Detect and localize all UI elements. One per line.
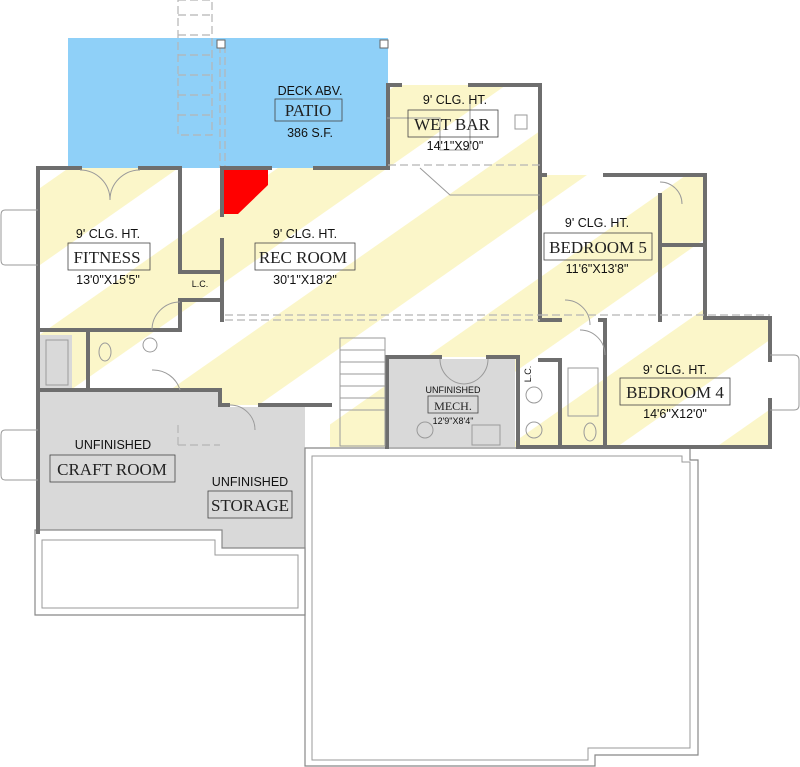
- room-fitness: 9' CLG. HT. FITNESS 13'0"X15'5": [67, 227, 151, 287]
- room-rec-room: 9' CLG. HT. REC ROOM 30'1"X18'2": [254, 227, 356, 287]
- linen-closet-label: L.C.: [192, 279, 209, 289]
- storage-note: UNFINISHED: [212, 475, 288, 489]
- windows: [0, 209, 800, 481]
- wet-bar-name: WET BAR: [414, 115, 490, 134]
- fixtures: [45, 95, 683, 447]
- rec-room-name: REC ROOM: [259, 248, 347, 267]
- bedroom4-ceiling: 9' CLG. HT.: [643, 363, 707, 377]
- patio-note: DECK ABV.: [278, 84, 343, 98]
- room-storage: UNFINISHED STORAGE: [207, 475, 293, 519]
- room-bedroom-4: 9' CLG. HT. BEDROOM 4 14'6"X12'0": [619, 363, 731, 421]
- rec-room-size: 30'1"X18'2": [273, 273, 337, 287]
- walls: [36, 83, 772, 534]
- shower-area: [40, 335, 72, 390]
- mech-size: 12'9"X8'4": [433, 416, 474, 426]
- craft-name: CRAFT ROOM: [57, 460, 167, 479]
- bedroom5-size: 11'6"X13'8": [566, 262, 629, 276]
- highlight-marker: [222, 170, 268, 214]
- post: [379, 39, 389, 49]
- beam-lines: [177, 164, 770, 446]
- deck-stairs: [177, 0, 226, 230]
- room-mech: UNFINISHED MECH. 12'9"X8'4": [425, 385, 481, 426]
- lower-left-outline: [34, 529, 306, 616]
- fitness-name: FITNESS: [73, 248, 140, 267]
- wet-bar-ceiling: 9' CLG. HT.: [423, 93, 487, 107]
- linen-closet-label: L.C.: [523, 366, 533, 383]
- room-patio: DECK ABV. PATIO 386 S.F.: [274, 84, 343, 140]
- bedroom4-name: BEDROOM 4: [626, 383, 724, 402]
- mech-area: [389, 359, 515, 447]
- bedroom5-ceiling: 9' CLG. HT.: [565, 216, 629, 230]
- garage-outline: [304, 447, 699, 767]
- room-craft: UNFINISHED CRAFT ROOM: [49, 438, 176, 483]
- craft-note: UNFINISHED: [75, 438, 151, 452]
- wet-bar-size: 14'1"X9'0": [427, 139, 484, 153]
- post: [216, 39, 226, 49]
- patio-size: 386 S.F.: [287, 126, 333, 140]
- room-wet-bar: 9' CLG. HT. WET BAR 14'1"X9'0": [407, 93, 499, 153]
- patio-name: PATIO: [285, 101, 332, 120]
- room-bedroom-5: 9' CLG. HT. BEDROOM 5 11'6"X13'8": [543, 216, 653, 276]
- rec-room-ceiling: 9' CLG. HT.: [273, 227, 337, 241]
- bedroom4-size: 14'6"X12'0": [643, 407, 707, 421]
- craft-storage-area: [40, 392, 305, 548]
- fitness-ceiling: 9' CLG. HT.: [76, 227, 140, 241]
- mech-note: UNFINISHED: [425, 385, 481, 395]
- bedroom5-name: BEDROOM 5: [549, 238, 647, 257]
- mech-name: MECH.: [434, 399, 472, 413]
- patio-area: [68, 38, 388, 168]
- storage-name: STORAGE: [211, 496, 289, 515]
- fitness-size: 13'0"X15'5": [76, 273, 140, 287]
